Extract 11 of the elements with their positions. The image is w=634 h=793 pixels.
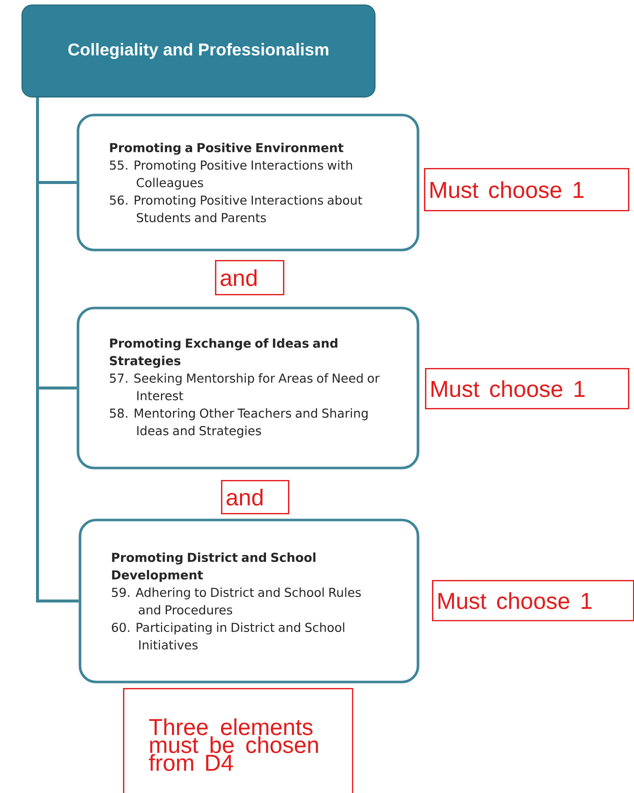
annotation-box: Three elements must be chosen from D4 [123, 688, 354, 793]
category-box: Promoting a Positive Environment 55. Promoting Positive Interactions with Colleagues 56. Promoting Positive Interactions about Students and Parents [76, 114, 420, 252]
category-box: Promoting Exchange of Ideas and Strategies 57. Seeking Mentorship for Areas of Need or Interest 58. Mentoring Other Teachers and Sharing Ideas and Strategies [76, 306, 420, 470]
title-box: Collegiality and Professionalism [22, 4, 376, 98]
annotation-box: Must choose 1 [425, 368, 630, 410]
annotation-box: and [221, 480, 290, 514]
annotation-box: Must choose 1 [424, 168, 630, 212]
annotation-box: Must choose 1 [432, 580, 634, 622]
annotation-box: and [215, 260, 284, 296]
category-box: Promoting District and School Development 59. Adhering to District and School Rules and Procedures 60. Participating in District and School Initiatives [78, 518, 420, 684]
connector-line [36, 98, 79, 602]
